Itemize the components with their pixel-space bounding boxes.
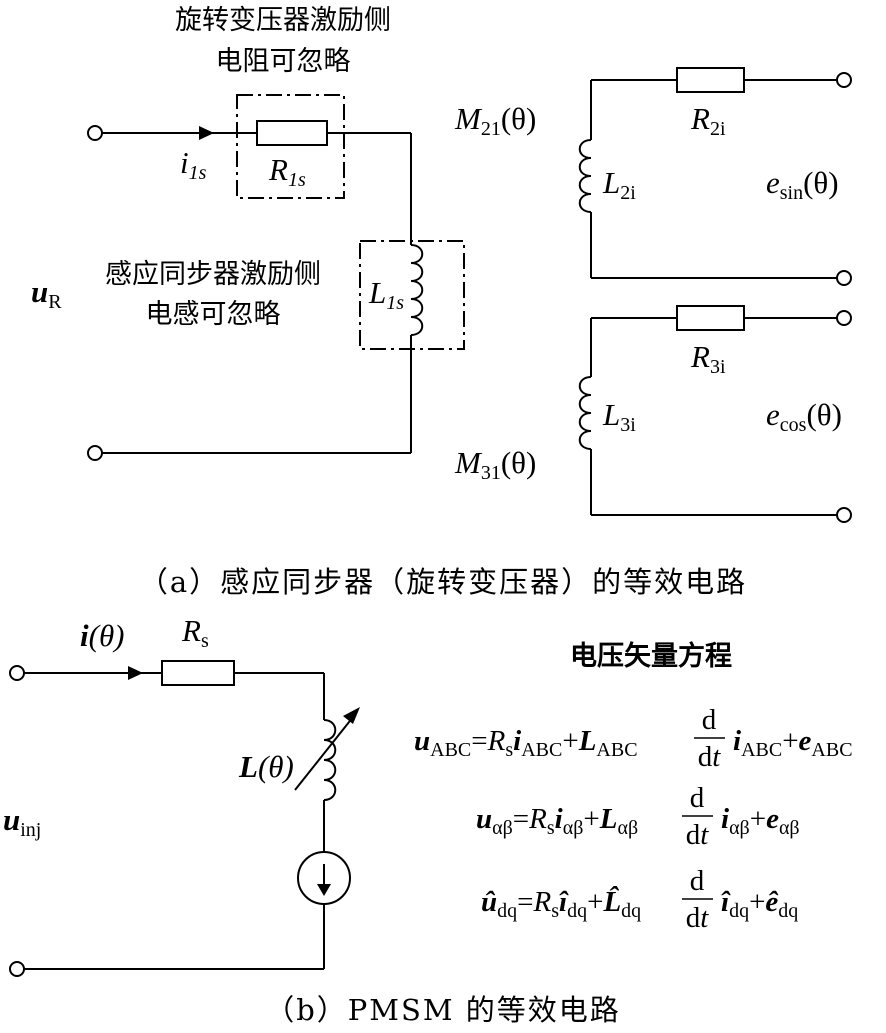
label-uinj: uinj xyxy=(3,802,41,841)
equation-alphabeta-rhs: iαβ+eαβ xyxy=(721,803,800,839)
current-arrow-i-theta xyxy=(128,666,143,680)
label-esin: esin(θ) xyxy=(766,165,839,204)
inductor-L2i xyxy=(578,139,592,213)
equation-alphabeta-d-numerator: d xyxy=(690,782,705,814)
resistor-R3i xyxy=(676,305,745,331)
label-L2i: L2i xyxy=(602,165,636,204)
equation-abc-lhs: uABC=RsiABC+LABC xyxy=(414,725,638,761)
resistor-R2i xyxy=(676,67,745,93)
equation-dq: ûdq=Rsîdq+L̂dq d dt îdq+êdq xyxy=(481,865,798,934)
current-source-arrowhead xyxy=(317,884,331,896)
variable-inductor-arrowhead xyxy=(343,707,360,724)
equation-alphabeta-lhs: uαβ=Rsiαβ+Lαβ xyxy=(476,803,638,839)
label-R3i: R3i xyxy=(690,339,726,378)
variable-inductor-arrow-line xyxy=(294,711,358,791)
label-R2i: R2i xyxy=(690,101,726,140)
label-M21: M21(θ) xyxy=(454,101,536,140)
resistor-Rs xyxy=(161,660,235,686)
terminal-w2-top xyxy=(836,72,852,88)
terminal-a-top xyxy=(87,125,103,141)
label-M31: M31(θ) xyxy=(454,445,536,484)
equation-dq-d-numerator: d xyxy=(690,865,705,897)
terminal-w3-bottom xyxy=(836,507,852,523)
label-ecos: ecos(θ) xyxy=(766,397,842,436)
terminal-b-bottom xyxy=(9,961,25,977)
annotation-inductor-line2: 电感可忽略 xyxy=(146,299,281,330)
equation-dq-lhs: ûdq=Rsîdq+L̂dq xyxy=(481,885,641,922)
label-Rs: Rs xyxy=(181,613,209,652)
terminal-w3-top xyxy=(836,310,852,326)
circuit-a: 旋转变压器激励侧 电阻可忽略 感应同步器激励侧 电感可忽略 i1s R1s uR… xyxy=(31,5,852,599)
equation-abc: uABC=RsiABC+LABC d dt iABC+eABC xyxy=(414,704,853,773)
terminal-a-bottom xyxy=(87,445,103,461)
dashed-box-resistor xyxy=(236,94,345,199)
terminal-b-top xyxy=(9,665,25,681)
equation-alphabeta: uαβ=Rsiαβ+Lαβ d dt iαβ+eαβ xyxy=(476,782,800,851)
label-L-theta: L(θ) xyxy=(238,749,294,784)
current-arrow-i1s xyxy=(199,126,214,140)
resistor-R1s xyxy=(256,120,328,146)
equation-alphabeta-dt-denominator: dt xyxy=(686,819,710,851)
annotation-inductor-line1: 感应同步器激励侧 xyxy=(105,259,321,290)
equation-abc-dt-denominator: dt xyxy=(698,741,722,773)
label-i-theta: i(θ) xyxy=(80,618,125,653)
caption-b: （b）PMSM 的等效电路 xyxy=(265,993,621,1027)
circuit-b: i(θ) Rs L(θ) uinj 电压矢量方程 uABC=RsiABC+LAB… xyxy=(3,613,853,1027)
equations-title: 电压矢量方程 xyxy=(570,640,732,672)
label-L1s: L1s xyxy=(368,275,404,314)
equation-dq-rhs: îdq+êdq xyxy=(721,886,798,922)
inductor-L-theta xyxy=(323,719,337,801)
terminal-w2-bottom xyxy=(836,270,852,286)
annotation-resistor-line1: 旋转变压器激励侧 xyxy=(175,5,391,36)
annotation-resistor-line2: 电阻可忽略 xyxy=(216,46,351,77)
label-R1s: R1s xyxy=(268,152,306,191)
label-L3i: L3i xyxy=(602,397,636,436)
equation-abc-rhs: iABC+eABC xyxy=(733,725,853,761)
label-uR: uR xyxy=(31,274,62,313)
caption-a: （a）感应同步器（旋转变压器）的等效电路 xyxy=(139,565,747,599)
dashed-box-inductor xyxy=(359,240,465,350)
equation-dq-dt-denominator: dt xyxy=(686,902,710,934)
label-i1s: i1s xyxy=(180,145,207,184)
inductor-L1s xyxy=(410,244,424,336)
equation-abc-d-numerator: d xyxy=(702,704,717,736)
inductor-L3i xyxy=(578,376,592,450)
